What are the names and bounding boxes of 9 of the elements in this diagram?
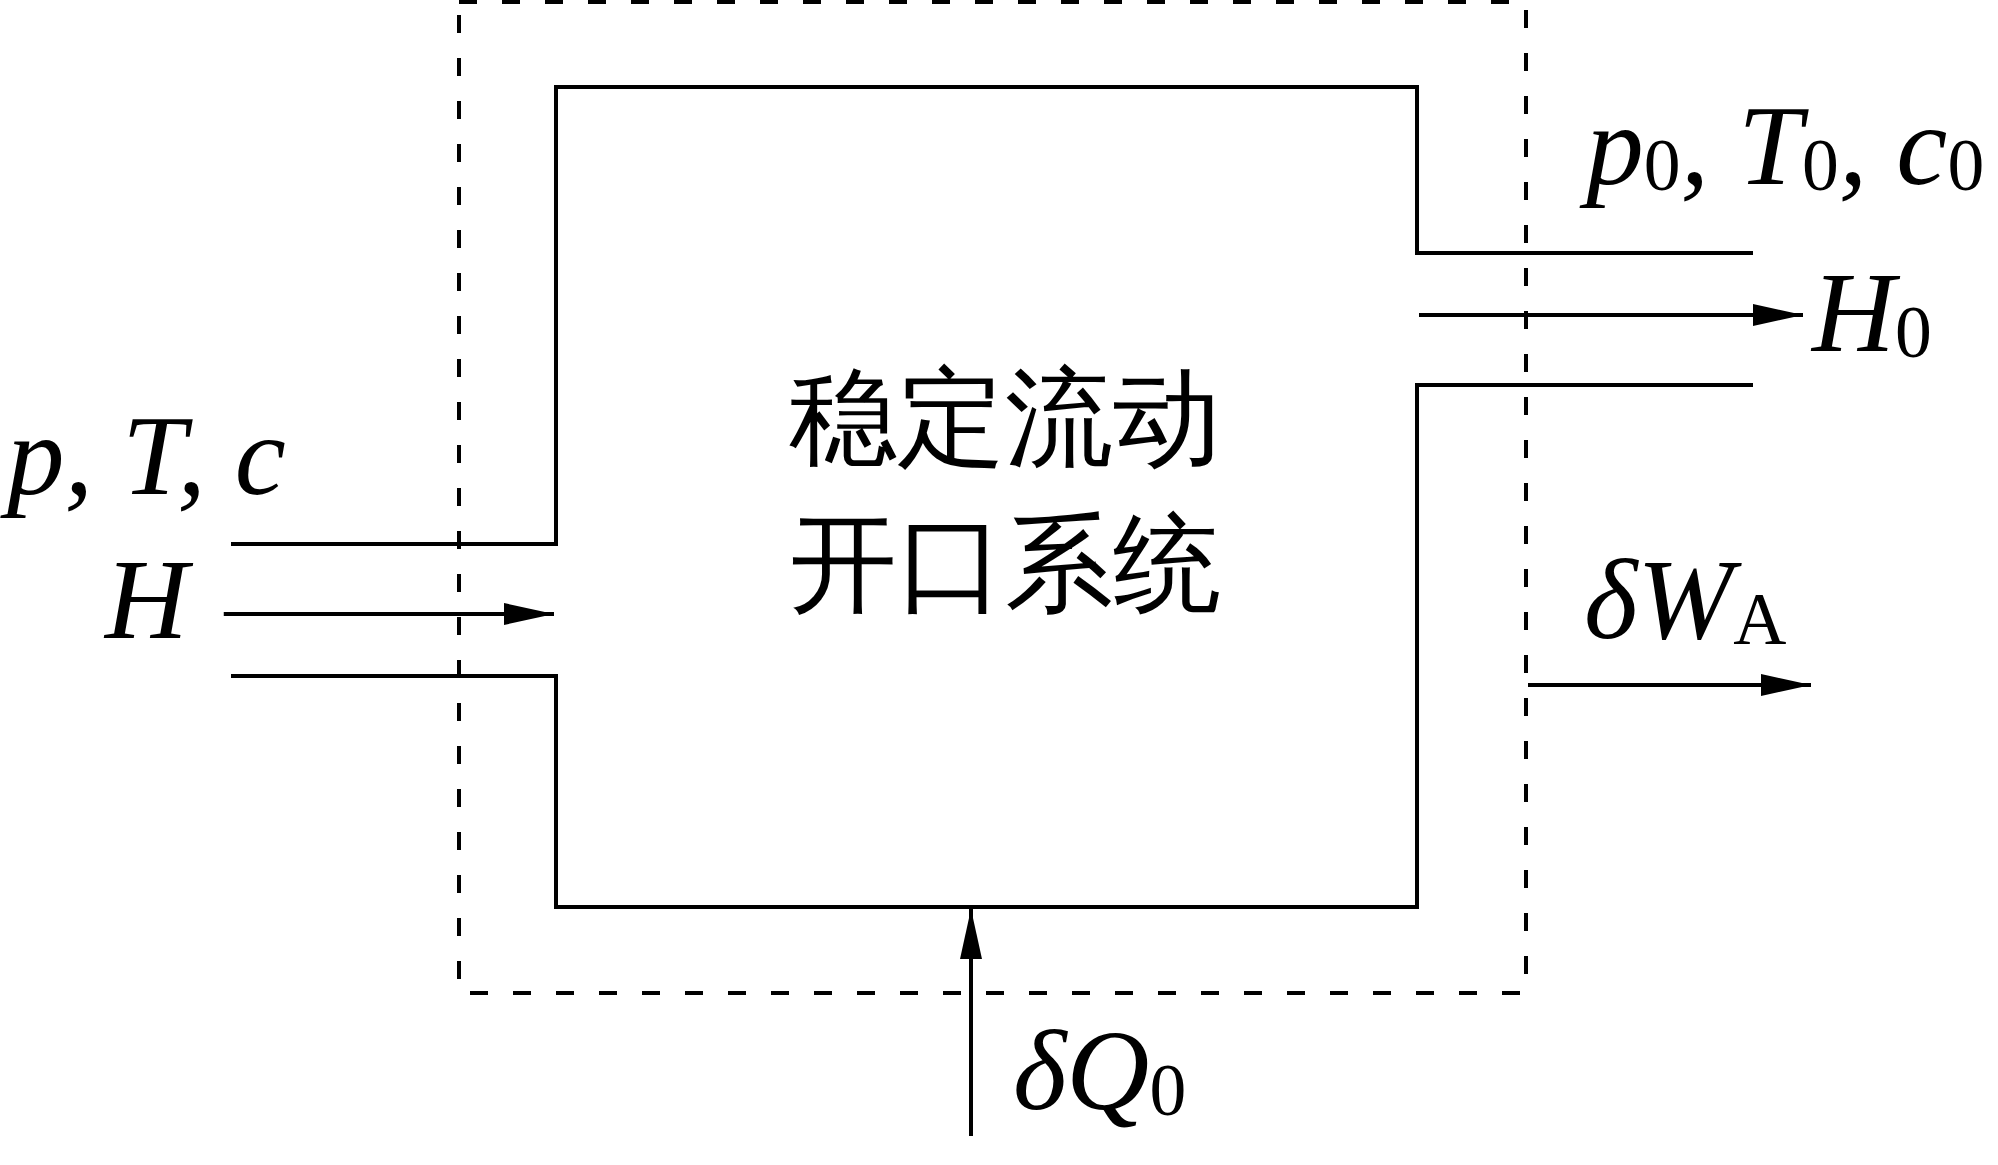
system-label: 稳定流动开口系统 — [788, 358, 1222, 626]
arrow — [223, 603, 554, 625]
state-variables: p, T, c — [0, 384, 300, 528]
flow-symbol: H — [98, 528, 202, 672]
system-box — [554, 85, 1419, 909]
control-boundary — [457, 0, 1528, 995]
arrow — [960, 909, 982, 1136]
arrow — [1528, 674, 1811, 696]
arrow — [1419, 304, 1803, 326]
